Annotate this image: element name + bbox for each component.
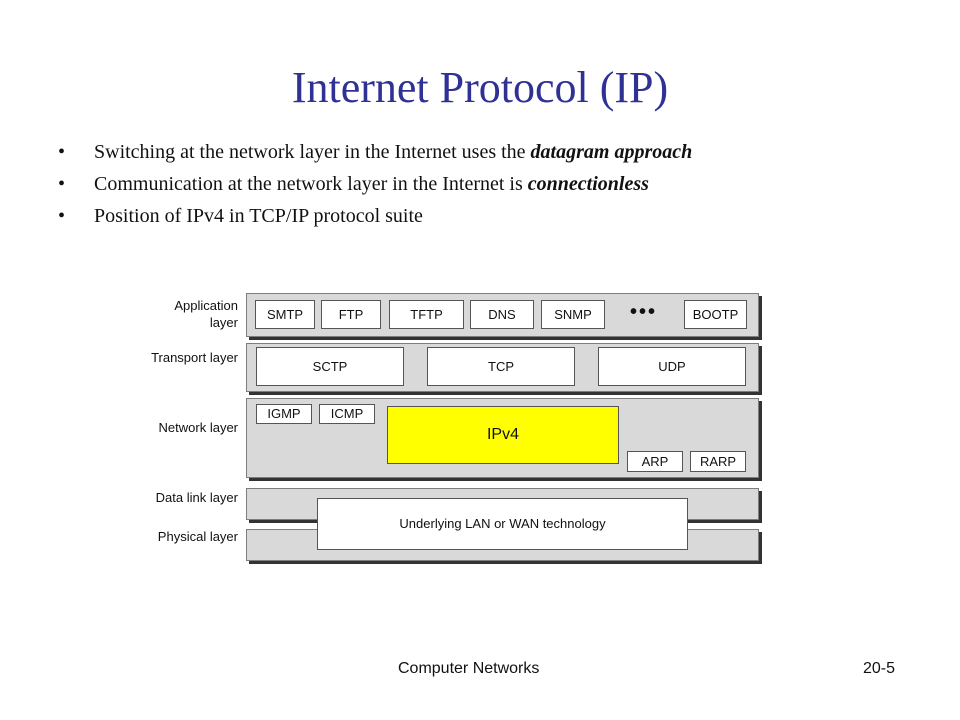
bullet-list: • Switching at the network layer in the … bbox=[58, 136, 918, 232]
underlying-technology-box: Underlying LAN or WAN technology bbox=[317, 498, 688, 550]
bullet-text: Position of IPv4 in TCP/IP protocol suit… bbox=[94, 205, 423, 227]
bullet-text: Communication at the network layer in th… bbox=[94, 173, 528, 195]
ipv4-box: IPv4 bbox=[387, 406, 619, 464]
bootp-box: BOOTP bbox=[684, 300, 747, 329]
bullet-item: • Position of IPv4 in TCP/IP protocol su… bbox=[58, 200, 918, 232]
tftp-box: TFTP bbox=[389, 300, 464, 329]
bullet-emphasis: connectionless bbox=[527, 173, 649, 195]
bullet-text: Switching at the network layer in the In… bbox=[94, 141, 531, 163]
arp-box: ARP bbox=[627, 451, 683, 472]
igmp-box: IGMP bbox=[256, 404, 312, 424]
physical-layer-label: Physical layer bbox=[157, 529, 238, 544]
bullet-marker: • bbox=[58, 173, 66, 195]
sctp-box: SCTP bbox=[256, 347, 404, 386]
footer-course: Computer Networks bbox=[398, 660, 540, 677]
icmp-box: ICMP bbox=[319, 404, 375, 424]
bullet-item: • Switching at the network layer in the … bbox=[58, 136, 918, 168]
more-protocols-ellipsis: ••• bbox=[630, 301, 658, 323]
rarp-box: RARP bbox=[690, 451, 746, 472]
bullet-marker: • bbox=[58, 141, 66, 163]
snmp-box: SNMP bbox=[541, 300, 605, 329]
dns-box: DNS bbox=[470, 300, 534, 329]
slide-title: Internet Protocol (IP) bbox=[291, 63, 669, 112]
bullet-emphasis: datagram approach bbox=[530, 141, 693, 163]
tcp-box: TCP bbox=[427, 347, 575, 386]
application-layer-label: Application layer bbox=[174, 298, 238, 330]
udp-box: UDP bbox=[598, 347, 746, 386]
network-layer-label: Network layer bbox=[158, 420, 238, 435]
transport-layer-label: Transport layer bbox=[151, 350, 238, 365]
datalink-layer-label: Data link layer bbox=[155, 490, 238, 505]
smtp-box: SMTP bbox=[255, 300, 315, 329]
protocol-suite-diagram: Application layer Transport layer Networ… bbox=[150, 285, 770, 570]
bullet-item: • Communication at the network layer in … bbox=[58, 168, 918, 200]
ftp-box: FTP bbox=[321, 300, 381, 329]
bullet-marker: • bbox=[58, 205, 66, 227]
footer-page-number: 20-5 bbox=[863, 660, 896, 677]
